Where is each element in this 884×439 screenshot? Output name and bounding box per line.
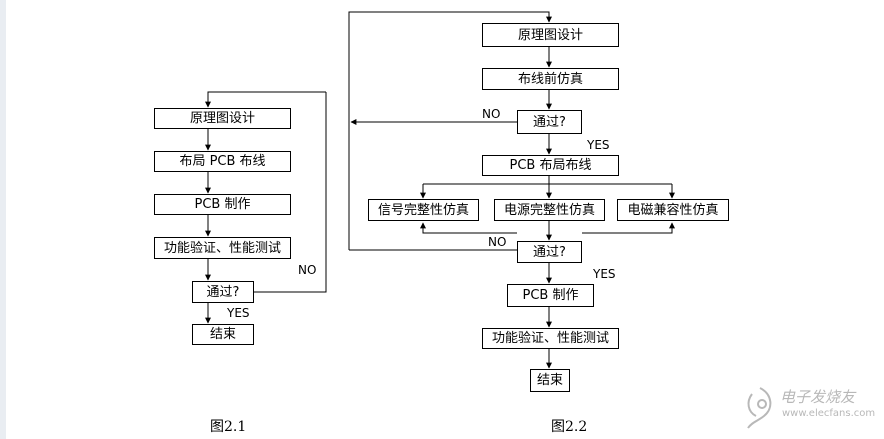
f22-yes2-label: YES [593,267,616,281]
f21-loop-top [205,91,326,108]
f22-emc-sim-text: 电磁兼容性仿真 [627,202,719,218]
f22-function-test-text: 功能验证、性能测试 [491,331,609,346]
figure-2-1-caption: 图2.1 [210,419,247,435]
f21-pcb-make-box: PCB 制作 [154,194,291,215]
f22-pcb-layout-text: PCB 布局布线 [509,158,592,173]
f22-power-integrity-sim-box: 电源完整性仿真 [494,199,605,221]
f22-emc-sim-box: 电磁兼容性仿真 [617,199,729,221]
f22-pass1-decision-text: 通过? [533,114,566,130]
f21-pass-decision-text: 通过? [206,284,240,300]
watermark-text: 电子发烧友 [780,388,856,406]
f21-pcb-make-text: PCB 制作 [194,197,251,212]
f22-pass2-decision-text: 通过? [533,244,566,260]
f22-pre-route-sim-text: 布线前仿真 [517,71,583,87]
f22-pass2-decision-box: 通过? [517,241,582,263]
f22-signal-integrity-sim-text: 信号完整性仿真 [377,202,469,218]
f21-yes-label: YES [227,306,250,320]
f22-signal-integrity-sim-box: 信号完整性仿真 [368,199,479,221]
f21-end-box: 结束 [192,324,254,345]
f21-pcb-layout-box: 布局 PCB 布线 [154,151,291,172]
f22-yes1-label: YES [587,138,610,152]
f22-merge-left [420,222,517,234]
f22-power-integrity-sim-text: 电源完整性仿真 [503,202,595,218]
f22-schematic-design-text: 原理图设计 [517,27,583,43]
watermark: 电子发烧友 www.elecfans.com [742,382,882,436]
f22-pass1-decision-box: 通过? [517,110,582,134]
f22-pcb-make-box: PCB 制作 [507,284,594,307]
f22-pre-route-sim-box: 布线前仿真 [482,68,619,90]
f22-pcb-layout-box: PCB 布局布线 [482,155,619,176]
f22-end-box: 结束 [530,369,570,392]
electronic-enthusiast-logo-icon [747,387,772,429]
f22-function-test-box: 功能验证、性能测试 [482,328,619,349]
f21-schematic-design-box: 原理图设计 [154,108,291,129]
f22-merge-right [582,222,675,234]
f22-schematic-design-box: 原理图设计 [482,23,619,47]
f21-no-loop [254,92,327,293]
f22-end-text: 结束 [536,373,563,388]
f21-pcb-layout-text: 布局 PCB 布线 [179,154,266,169]
f21-function-test-text: 功能验证、性能测试 [163,240,281,256]
f21-function-test-box: 功能验证、性能测试 [154,237,291,259]
left-edge-strip [0,0,6,439]
f22-no1-label: NO [482,107,501,121]
figure-2-2-caption: 图2.2 [551,419,588,435]
f21-end-text: 结束 [209,327,236,342]
f21-pass-decision-box: 通过? [192,281,254,303]
f22-pcb-make-text: PCB 制作 [522,288,579,303]
f22-outer-loop [348,11,552,250]
f21-no-label: NO [298,263,317,277]
watermark-url: www.elecfans.com [782,408,876,419]
f21-schematic-design-text: 原理图设计 [189,111,255,126]
f22-no2-label: NO [488,235,507,249]
